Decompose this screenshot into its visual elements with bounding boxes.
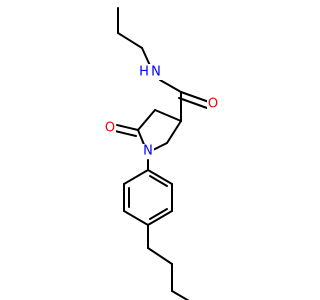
bond-butyl-2 <box>147 247 173 265</box>
lactam-oxygen-label: O <box>105 121 115 136</box>
bond-lactam-co-b <box>114 130 137 137</box>
bond-propyl-1 <box>117 32 143 49</box>
amide-hydrogen-label: H <box>139 65 149 80</box>
bond-amide-co-a <box>180 91 210 103</box>
bond-amide-co-b <box>178 97 208 109</box>
bond-amide-n-carbonyl <box>159 79 182 93</box>
bond-ar-inner-1 <box>149 175 168 187</box>
bond-ar-1 <box>147 169 173 185</box>
bond-c3-c4 <box>154 109 182 122</box>
amide-nitrogen-label: N <box>151 65 161 80</box>
lactam-oxygen-label-bg <box>104 121 116 135</box>
bond-ar-inner-2 <box>149 208 168 220</box>
bond-c3-c2 <box>166 120 182 144</box>
bond-ar-4 <box>123 210 149 226</box>
structure-canvas: H N O O N <box>104 7 219 300</box>
bond-c4-c5 <box>137 109 156 131</box>
amide-oxygen-label: O <box>208 97 218 112</box>
amide-oxygen-label-bg <box>207 97 219 111</box>
amide-nh-label-bg <box>139 64 163 80</box>
bond-ar-6 <box>123 169 149 185</box>
bond-butyl-4 <box>171 290 190 300</box>
bond-lactam-co-a <box>116 124 139 131</box>
molecule-structure: H N O O N <box>104 7 219 300</box>
ring-nitrogen-label-bg <box>142 144 154 158</box>
bond-ar-3 <box>147 210 173 226</box>
ring-nitrogen-label: N <box>143 144 153 159</box>
